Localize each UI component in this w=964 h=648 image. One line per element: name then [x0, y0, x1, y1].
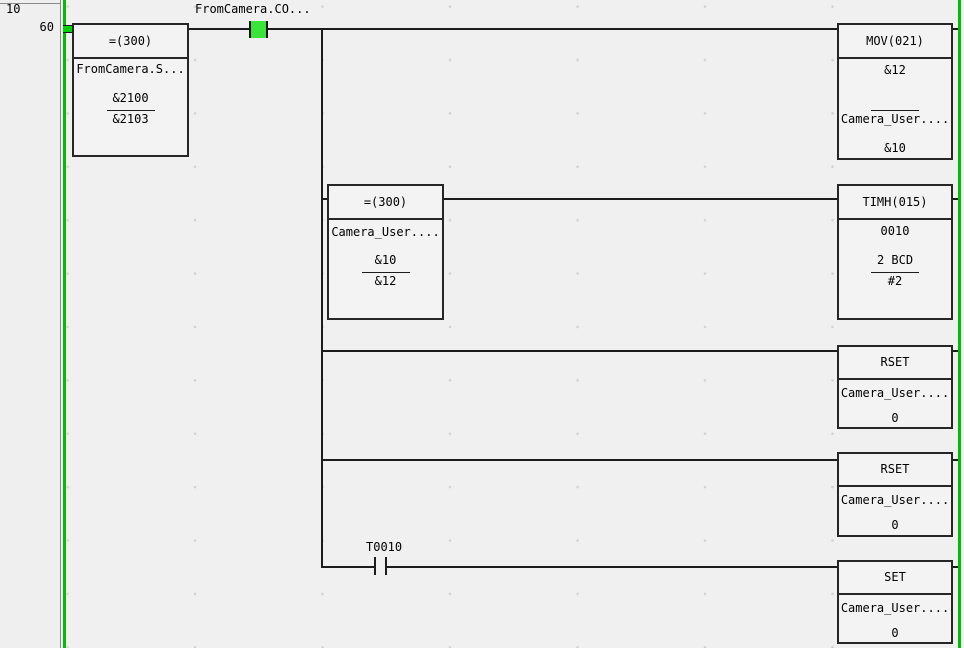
set-block[interactable]: SET Camera_User.... 0 — [837, 560, 953, 644]
wire-row1 — [66, 28, 837, 30]
left-bus-bar — [63, 0, 66, 648]
contact2-gap — [376, 565, 385, 569]
mov-dest-symbol: Camera_User.... — [840, 113, 950, 126]
wire-row2 — [321, 198, 837, 200]
contact1-energized[interactable] — [249, 21, 268, 38]
stub-set — [953, 566, 958, 568]
contact2-bar-left[interactable] — [374, 557, 376, 575]
mov-source: &12 — [884, 64, 906, 77]
operand-separator — [361, 272, 410, 273]
margin-gap — [61, 0, 63, 648]
rset2-bit: 0 — [891, 519, 899, 532]
wire-row4 — [321, 459, 837, 461]
compare-block-2[interactable]: =(300) Camera_User.... &10 &12 — [327, 184, 444, 320]
rung-divider-line — [0, 3, 61, 4]
stub-timh — [953, 198, 958, 200]
mov-mnemonic: MOV(021) — [839, 25, 951, 59]
compare1-operand1: &2100 — [112, 92, 149, 105]
stub-rset1 — [953, 350, 958, 352]
compare2-mnemonic: =(300) — [329, 186, 442, 220]
rung-number: 10 — [6, 2, 21, 16]
mov-dest-value: &10 — [884, 142, 906, 155]
compare2-symbol: Camera_User.... — [331, 226, 440, 239]
timh-block[interactable]: TIMH(015) 0010 2 BCD #2 — [837, 184, 953, 320]
rset2-symbol: Camera_User.... — [840, 494, 950, 507]
stub-rset2 — [953, 459, 958, 461]
timh-format: 2 BCD — [876, 254, 914, 267]
operand-separator — [871, 272, 919, 273]
grid-dots — [66, 0, 958, 648]
compare1-operand2: &2103 — [112, 113, 149, 126]
contact2-bar-right[interactable] — [385, 557, 387, 575]
operand-separator — [106, 110, 155, 111]
rset2-mnemonic: RSET — [839, 454, 951, 487]
set-symbol: Camera_User.... — [840, 602, 950, 615]
step-number: 60 — [39, 20, 54, 34]
set-mnemonic: SET — [839, 562, 951, 595]
rset1-symbol: Camera_User.... — [840, 387, 950, 400]
wire-row5 — [321, 566, 837, 568]
contact1-label: FromCamera.CO... — [195, 2, 311, 16]
timh-timer-number: 0010 — [880, 225, 910, 238]
rset-block-2[interactable]: RSET Camera_User.... 0 — [837, 452, 953, 537]
mov-block[interactable]: MOV(021) &12 Camera_User.... &10 — [837, 23, 953, 160]
timh-set-value: #2 — [887, 275, 903, 288]
rset1-mnemonic: RSET — [839, 347, 951, 380]
compare2-operand2: &12 — [374, 275, 397, 288]
rset1-bit: 0 — [891, 412, 899, 425]
contact2-label: T0010 — [366, 540, 403, 554]
compare1-mnemonic: =(300) — [74, 25, 187, 59]
right-bus-bar — [958, 0, 961, 648]
rset-block-1[interactable]: RSET Camera_User.... 0 — [837, 345, 953, 429]
compare-block-1[interactable]: =(300) FromCamera.S... &2100 &2103 — [72, 23, 189, 157]
set-bit: 0 — [891, 627, 899, 640]
branch-line — [321, 28, 323, 568]
compare2-operand1: &10 — [374, 254, 397, 267]
wire-row3 — [321, 350, 837, 352]
stub-mov — [953, 28, 958, 30]
rung-margin[interactable]: 10 60 — [0, 0, 61, 648]
compare1-symbol: FromCamera.S... — [76, 63, 185, 76]
timh-mnemonic: TIMH(015) — [839, 186, 951, 220]
power-flow-stub — [63, 25, 72, 33]
operand-separator — [871, 110, 919, 111]
